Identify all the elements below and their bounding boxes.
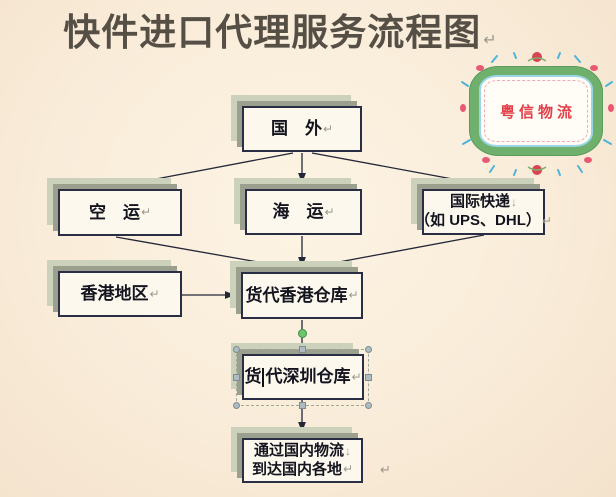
flow-box-overseas[interactable]: 国 外↵ <box>242 106 362 152</box>
connector-guowai-express[interactable] <box>311 152 487 188</box>
selection-handle-top-center[interactable] <box>299 346 306 353</box>
badge-text: 粤信物流 <box>499 103 576 121</box>
paragraph-mark: ↵ <box>324 204 335 219</box>
badge-green-frame: 粤信物流 <box>469 66 603 156</box>
selection-handle-top-right[interactable] <box>365 346 372 353</box>
flow-box-hongkong-warehouse[interactable]: 货代香港仓库↵ <box>241 272 363 319</box>
box-label: 货 <box>244 367 262 387</box>
badge-inner-panel: 粤信物流 <box>479 75 593 147</box>
text-cursor <box>262 367 265 387</box>
selection-handle-top-left[interactable] <box>233 346 240 353</box>
box-label: 代深圳仓库 <box>265 367 351 387</box>
paragraph-mark: ↵ <box>322 121 334 136</box>
rotation-handle[interactable] <box>298 329 307 338</box>
flow-box-shenzhen-warehouse[interactable]: 货代深圳仓库↵ <box>242 354 364 400</box>
paragraph-mark: ↵ <box>541 213 552 228</box>
paragraph-mark: ↵ <box>149 286 160 301</box>
paragraph-mark: ↵ <box>483 32 497 49</box>
box-label: （如 UPS、DHL） <box>415 212 541 229</box>
box-label: 到达国内各地 <box>251 460 342 478</box>
paragraph-mark: ↵ <box>342 462 354 477</box>
page-title-text: 快件进口代理服务流程图 <box>63 12 482 53</box>
selection-handle-middle-left[interactable] <box>233 374 240 381</box>
selection-handle-bottom-right[interactable] <box>365 402 372 409</box>
paragraph-mark: ↵ <box>348 288 359 302</box>
page-title[interactable]: 快件进口代理服务流程图↵ <box>28 2 532 56</box>
connector-express-hkwarehouse[interactable] <box>310 234 485 270</box>
selection-handle-bottom-left[interactable] <box>233 402 240 409</box>
company-badge[interactable]: 粤信物流 <box>458 52 616 176</box>
box-label: 通过国内物流 <box>253 441 344 459</box>
flow-box-international-express[interactable]: 国际快递↓ （如 UPS、DHL）↵ <box>415 189 552 235</box>
paragraph-mark: ↵ <box>380 462 391 477</box>
linebreak-mark: ↓ <box>345 443 351 458</box>
box-label: 国 外 <box>270 119 322 139</box>
box-label: 香港地区 <box>80 284 149 304</box>
box-label: 国际快递 <box>449 193 510 211</box>
flow-box-sea-freight[interactable]: 海 运↵ <box>245 189 362 235</box>
selection-border <box>236 349 369 406</box>
badge-wreath-decoration <box>460 52 614 176</box>
flow-box-hongkong-area[interactable]: 香港地区↵ <box>58 271 182 317</box>
linebreak-mark: ↓ <box>511 195 517 210</box>
paragraph-mark: ↵ <box>140 205 152 219</box>
selection-handle-middle-right[interactable] <box>365 374 372 381</box>
flow-box-air-freight[interactable]: 空 运↵ <box>58 189 182 236</box>
box-label: 货代香港仓库 <box>245 285 348 305</box>
box-label: 海 运 <box>272 202 324 222</box>
flow-box-domestic-logistics[interactable]: 通过国内物流↓ 到达国内各地↵ <box>242 438 363 483</box>
badge-pink-dashed-line <box>484 80 588 142</box>
connector-kongyun-hkwarehouse[interactable] <box>115 236 294 271</box>
connector-guowai-kongyun[interactable] <box>117 152 294 189</box>
selection-handle-bottom-center[interactable] <box>299 402 306 409</box>
box-label: 空 运 <box>88 202 140 222</box>
paragraph-mark: ↵ <box>351 369 362 384</box>
